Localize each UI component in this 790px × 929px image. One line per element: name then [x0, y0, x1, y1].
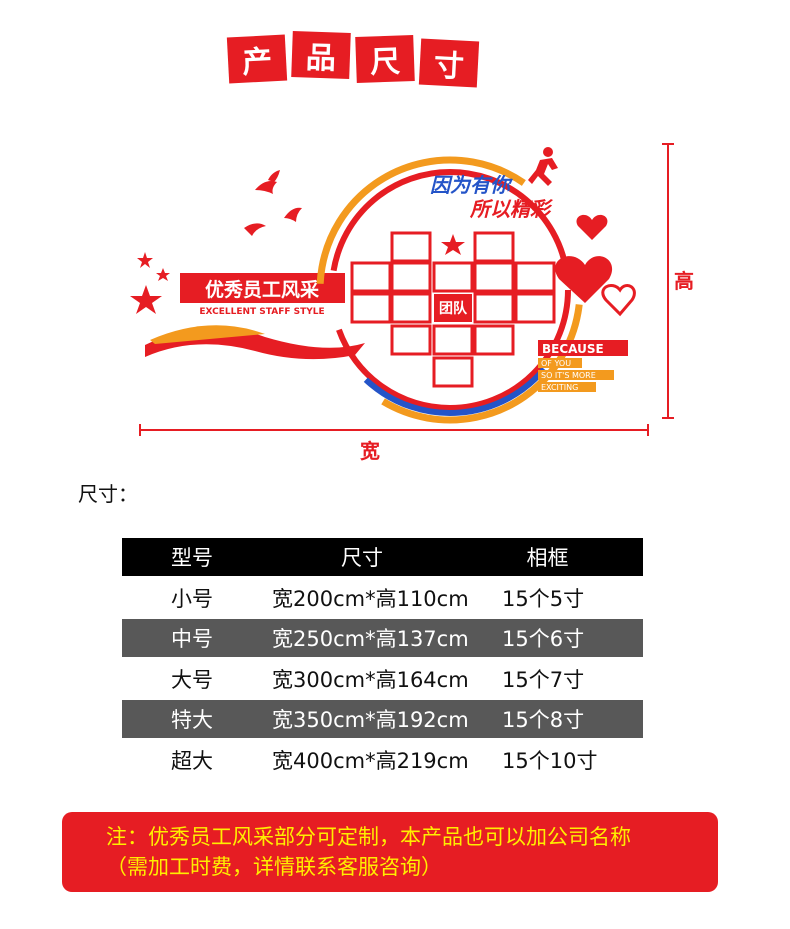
- cell-frames: 15个8寸: [502, 708, 585, 732]
- height-label: 高: [674, 269, 694, 293]
- header-size: 尺寸: [341, 546, 383, 570]
- cell-size: 宽400cm*高219cm: [272, 748, 469, 773]
- header-frames: 相框: [526, 546, 569, 570]
- so-its-more-text: SO IT'S MORE: [541, 371, 596, 380]
- cell-model: 中号: [171, 627, 213, 651]
- title-char: 品: [291, 31, 351, 79]
- table-header: 型号 尺寸 相框: [122, 538, 643, 576]
- table-row: 特大 宽350cm*高192cm 15个8寸: [122, 700, 643, 738]
- cell-model: 特大: [171, 708, 213, 732]
- of-you-text: OF YOU: [541, 359, 571, 368]
- heart-icon: [555, 214, 636, 317]
- cell-size: 宽350cm*高192cm: [272, 708, 469, 732]
- note-line1: 注：优秀员工风采部分可定制，本产品也可以加公司名称: [106, 825, 631, 849]
- title-char: 尺: [355, 35, 415, 83]
- cell-frames: 15个6寸: [502, 627, 585, 651]
- table-row: 大号 宽300cm*高164cm 15个7寸: [122, 657, 643, 700]
- cell-model: 超大: [171, 748, 213, 773]
- photo-frames: [350, 231, 556, 388]
- exciting-text: EXCITING: [541, 383, 578, 392]
- runner-icon: [528, 147, 558, 186]
- section-title: 产 品 尺 寸: [226, 31, 480, 88]
- center-label: 团队: [439, 300, 468, 317]
- cell-size: 宽250cm*高137cm: [272, 627, 469, 651]
- slogan-line2: 所以精彩: [469, 197, 554, 221]
- table-row: 超大 宽400cm*高219cm 15个10寸: [122, 738, 643, 781]
- table-row: 小号 宽200cm*高110cm 15个5寸: [122, 576, 643, 619]
- note-line2: （需加工时费，详情联系客服咨询）: [106, 855, 442, 879]
- size-table: 型号 尺寸 相框 小号 宽200cm*高110cm 15个5寸 中号 宽250c…: [122, 538, 643, 781]
- banner-title: 优秀员工风采: [205, 278, 319, 301]
- cell-frames: 15个5寸: [502, 586, 585, 611]
- cell-model: 大号: [171, 667, 213, 692]
- product-illustration: 优秀员工风采 EXCELLENT STAFF STYLE 团队 因为有你 所以精…: [130, 143, 694, 463]
- banner-subtitle: EXCELLENT STAFF STYLE: [199, 307, 324, 317]
- because-text: BECAUSE: [542, 342, 604, 356]
- cell-size: 宽200cm*高110cm: [272, 586, 469, 611]
- title-char: 产: [226, 34, 288, 84]
- bird-icon: [244, 170, 302, 236]
- cell-size: 宽300cm*高164cm: [272, 667, 469, 692]
- width-label: 宽: [360, 439, 380, 463]
- spec-heading: 尺寸：: [78, 482, 138, 506]
- cell-frames: 15个7寸: [502, 667, 585, 692]
- header-model: 型号: [171, 546, 213, 570]
- cell-model: 小号: [171, 586, 213, 611]
- title-char: 寸: [418, 38, 480, 88]
- star-icon: [130, 234, 465, 314]
- table-row: 中号 宽250cm*高137cm 15个6寸: [122, 619, 643, 657]
- customization-note: 注：优秀员工风采部分可定制，本产品也可以加公司名称 （需加工时费，详情联系客服咨…: [62, 812, 718, 892]
- cell-frames: 15个10寸: [502, 748, 598, 773]
- slogan-line1: 因为有你: [430, 173, 513, 197]
